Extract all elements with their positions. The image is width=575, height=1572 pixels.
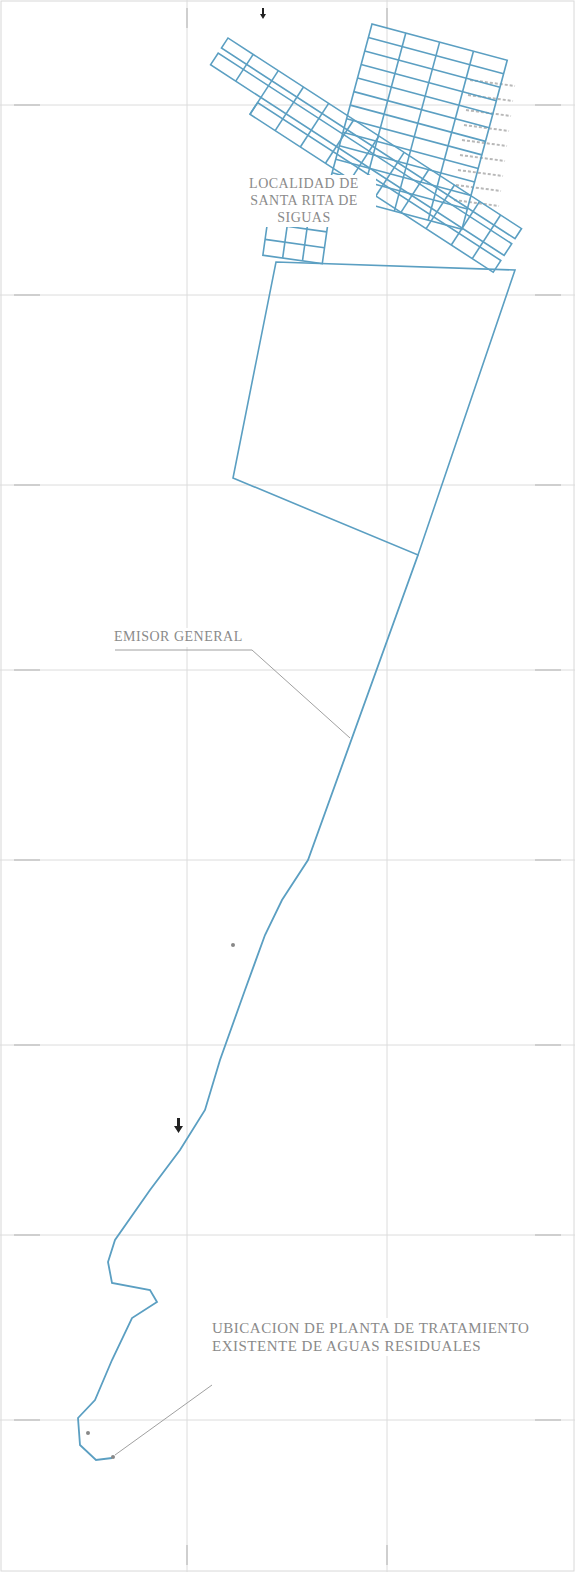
callout-label: UBICACION DE PLANTA DE TRATAMIENTO EXIST…	[210, 1318, 566, 1356]
manhole-mark	[86, 943, 235, 1459]
street-grid	[78, 24, 522, 1460]
callout-label: EMISOR GENERAL	[112, 628, 276, 647]
locality-label: LOCALIDAD DE SANTA RITA DE SIGUAS	[232, 175, 376, 227]
